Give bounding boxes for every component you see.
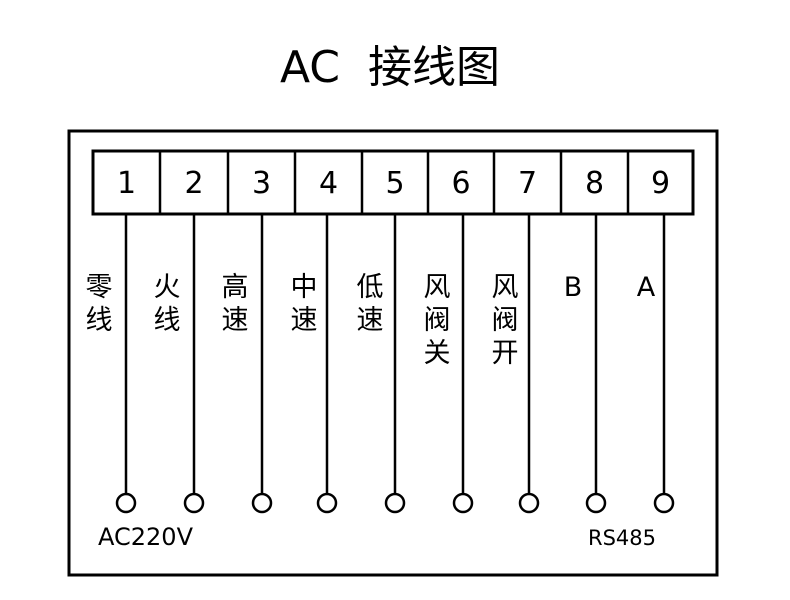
terminal-connector-3 [251,492,273,514]
terminal-label-2: 线 [154,305,181,336]
terminal-connector-7 [518,492,540,514]
terminal-label-4: 中 [291,272,318,303]
terminal-label-7: 风 [492,272,519,303]
terminal-number-7: 7 [518,166,537,201]
terminal-connector-2 [183,492,205,514]
terminal-label-3: 高 [222,272,249,303]
terminal-number-9: 9 [651,166,670,201]
terminal-connector-9 [653,492,675,514]
terminal-connector-6 [452,492,474,514]
terminal-number-6: 6 [451,166,470,201]
terminal-number-4: 4 [319,166,338,201]
terminal-label-6: 阀 [424,305,451,336]
bus-label: RS485 [588,526,656,550]
terminal-connector-5 [384,492,406,514]
power-label: AC220V [98,523,194,551]
terminal-label-9: A [637,272,656,303]
terminal-label-4: 速 [291,305,318,336]
terminal-label-7: 阀 [492,305,519,336]
terminal-connector-4 [316,492,338,514]
terminal-label-1: 零 [86,272,113,303]
terminal-number-1: 1 [117,166,136,201]
controller-outline [67,129,719,577]
terminal-label-8: B [564,272,583,303]
terminal-number-5: 5 [385,166,404,201]
terminal-label-6: 风 [424,272,451,303]
terminal-number-3: 3 [252,166,271,201]
terminal-connector-8 [585,492,607,514]
terminal-label-5: 速 [357,305,384,336]
terminal-label-3: 速 [222,305,249,336]
diagram-title: AC 接线图 [280,42,500,93]
terminal-label-5: 低 [357,272,384,303]
terminal-label-2: 火 [154,272,181,303]
terminal-strip [91,149,695,216]
terminal-label-6: 关 [424,338,451,369]
terminal-number-2: 2 [184,166,203,201]
terminal-label-1: 线 [86,305,113,336]
terminal-number-8: 8 [585,166,604,201]
terminal-connector-1 [115,492,137,514]
terminal-label-7: 开 [492,338,519,369]
